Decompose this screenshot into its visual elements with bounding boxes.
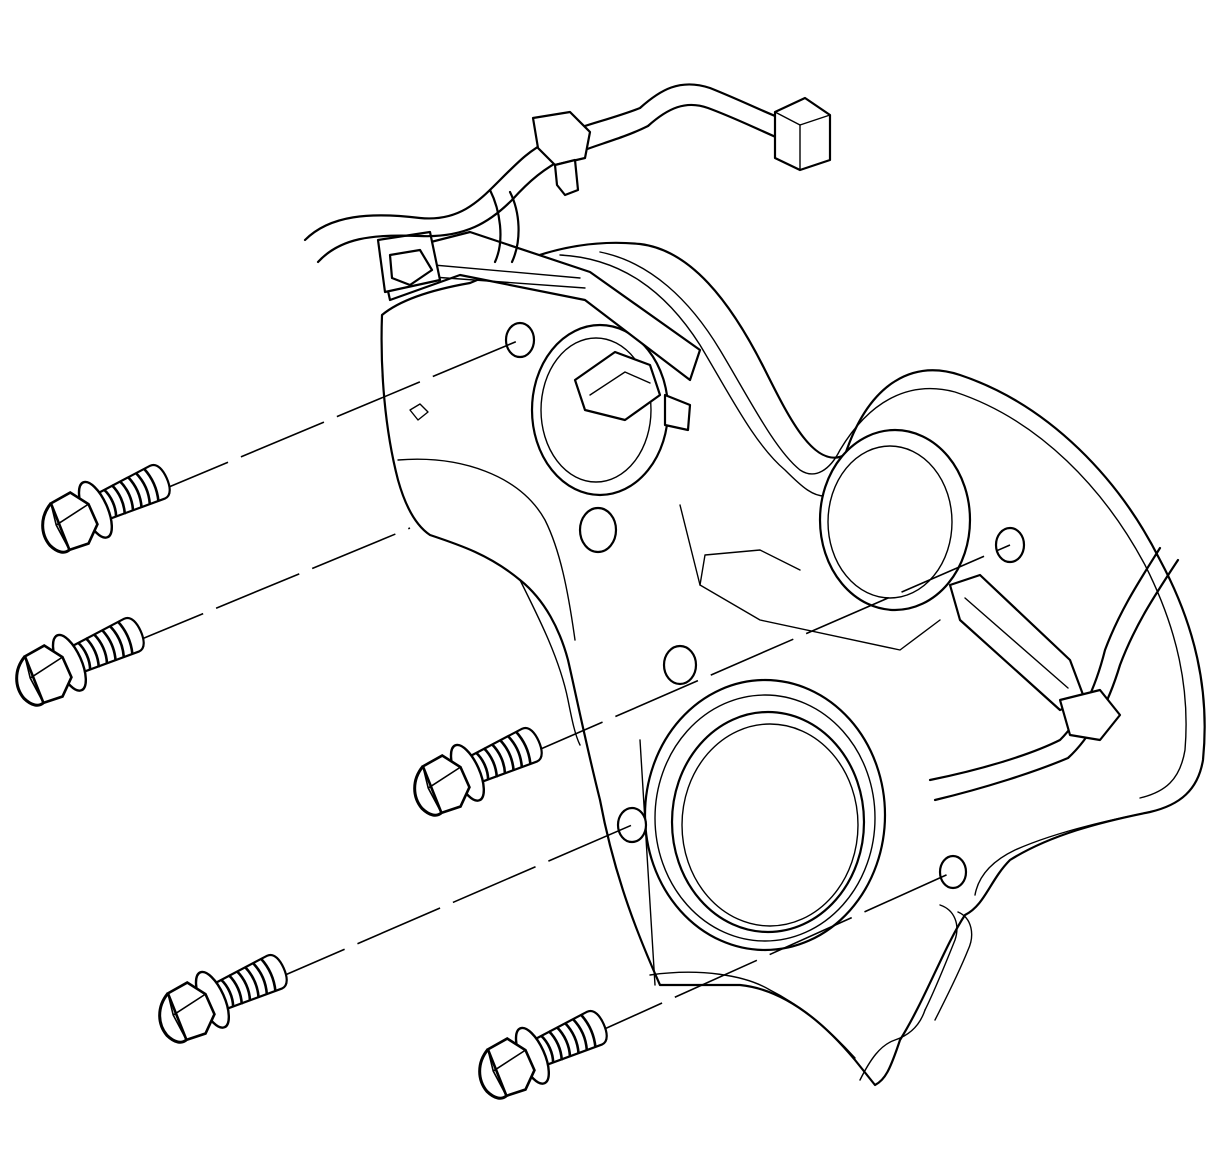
- alignment-lines: [119, 339, 1011, 1041]
- flange-hex-bolt-icon: [3, 602, 155, 715]
- crankshaft-seal-opening: [643, 678, 887, 952]
- flange-hex-bolt-icon: [146, 939, 298, 1052]
- front-cover: [380, 241, 1206, 1087]
- bolt-5: [466, 995, 618, 1108]
- bolt-4: [146, 939, 298, 1052]
- wiring-harness-upper: [303, 83, 832, 382]
- wiring-harness-right: [928, 546, 1180, 802]
- cover-holes: [409, 321, 1026, 890]
- flange-hex-bolt-icon: [29, 449, 181, 562]
- bolt-2: [3, 602, 155, 715]
- sensor-bracket: [573, 350, 692, 432]
- bolt-1: [29, 449, 181, 562]
- flange-hex-bolt-icon: [401, 712, 553, 825]
- flange-hex-bolt-icon: [466, 995, 618, 1108]
- upper-right-boss: [818, 428, 972, 612]
- bolt-3: [401, 712, 553, 825]
